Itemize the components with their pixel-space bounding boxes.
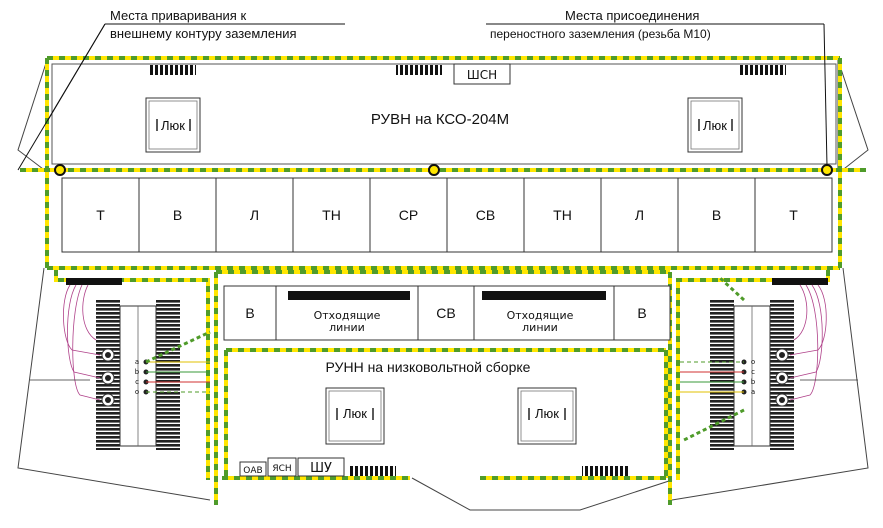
transformer-base-left xyxy=(66,278,122,285)
callout-portable-line2: переностного заземления (резьба М10) xyxy=(490,27,711,41)
hatch-right-label: Люк xyxy=(703,118,727,133)
lv-cell-v-right: В xyxy=(637,305,646,321)
ground-points xyxy=(54,164,833,176)
hatch-left-label: Люк xyxy=(161,118,185,133)
vent-grille xyxy=(582,466,628,476)
shu-cabinet xyxy=(297,457,345,477)
lv-hatch-left-label: Люк xyxy=(343,406,367,421)
callout-welding-line2: внешнему контуру заземления xyxy=(110,26,297,41)
vent-grille xyxy=(740,65,786,75)
hv-cell-label: В xyxy=(712,207,721,223)
callout-portable-line1: Места присоединения xyxy=(565,8,699,23)
transformer-left: a b c o xyxy=(30,284,211,450)
terminal-label: b xyxy=(135,368,140,376)
hatch-right xyxy=(687,97,743,153)
shsn-cabinet xyxy=(453,63,511,85)
busbar-right xyxy=(482,291,606,300)
terminal-label: c xyxy=(751,368,755,376)
hv-cell-label: СВ xyxy=(476,207,495,223)
terminal-label: o xyxy=(751,358,755,366)
vent-grille xyxy=(350,466,396,476)
hatch-left xyxy=(145,97,201,153)
terminal-label: a xyxy=(751,388,755,396)
callout-welding: Места приваривания к внешнему контуру за… xyxy=(17,8,345,171)
lv-cell-v-left: В xyxy=(245,305,254,321)
terminal-label: c xyxy=(135,378,139,386)
hv-cells: Т В Л ТН СР СВ ТН Л В Т xyxy=(61,177,833,253)
vent-grille xyxy=(396,65,442,75)
hv-room: ШСН РУВН на КСО-204М Люк Люк xyxy=(51,63,837,165)
lv-room: РУНН на низковольтной сборке Люк Люк ОАВ… xyxy=(239,359,628,477)
yasn-cabinet xyxy=(267,457,297,477)
lv-cell-sv: СВ xyxy=(436,305,455,321)
shsn-label: ШСН xyxy=(467,68,497,82)
transformer-right: o c b a xyxy=(680,276,858,450)
hv-cell-label: Л xyxy=(250,207,259,223)
terminal-label: o xyxy=(135,388,139,396)
transformer-base-right xyxy=(772,278,828,285)
hv-cell-label: ТН xyxy=(322,207,341,223)
oav-cabinet xyxy=(239,461,267,477)
hv-cell-label: СР xyxy=(399,207,418,223)
hv-cell-label: Т xyxy=(96,207,105,223)
lv-title: РУНН на низковольтной сборке xyxy=(326,359,531,375)
vent-grille xyxy=(150,65,196,75)
lv-hatch-right xyxy=(517,387,577,445)
callout-portable: Места присоединения переностного заземле… xyxy=(486,8,828,167)
shu-label: ШУ xyxy=(310,461,332,476)
busbar-left xyxy=(288,291,410,300)
hv-cell-label: ТН xyxy=(553,207,572,223)
hv-cell-label: Т xyxy=(789,207,798,223)
hv-title: РУВН на КСО-204М xyxy=(371,111,509,128)
hv-cell-label: Л xyxy=(635,207,644,223)
hv-cell-label: В xyxy=(173,207,182,223)
oav-label: ОАВ xyxy=(243,466,262,476)
terminal-label: b xyxy=(751,378,756,386)
grounding-bus xyxy=(20,56,866,505)
lv-hatch-right-label: Люк xyxy=(535,406,559,421)
terminal-label: a xyxy=(135,358,139,366)
yasn-label: ЯСН xyxy=(272,464,291,474)
callout-welding-line1: Места приваривания к xyxy=(110,8,246,23)
lv-hatch-left xyxy=(325,387,385,445)
